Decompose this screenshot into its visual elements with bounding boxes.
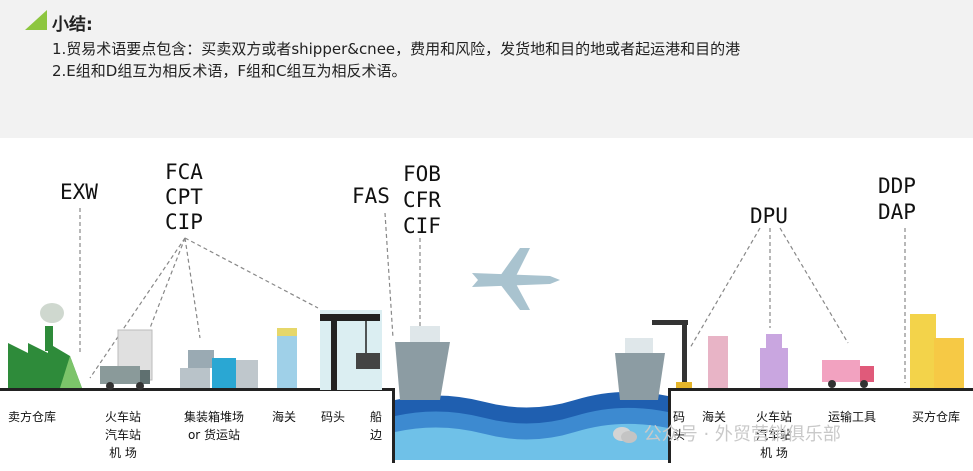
label-wharf: 码头 bbox=[321, 410, 346, 424]
term-cfr: CFR bbox=[403, 188, 441, 212]
buyer-warehouse-building-icon bbox=[910, 314, 964, 388]
watermark-text: 公众号 · 外贸营销俱乐部 bbox=[643, 424, 841, 445]
summary-title: 小结: bbox=[52, 15, 93, 35]
label-dest-station: 火车站 汽车站 机 场 bbox=[756, 408, 792, 462]
ship-right-icon bbox=[615, 338, 665, 400]
label-station-line: 机 场 bbox=[109, 446, 137, 460]
label-customs: 海关 bbox=[272, 410, 297, 424]
term-dap: DAP bbox=[878, 200, 916, 224]
quay-wall-right bbox=[668, 388, 671, 463]
airplane-icon bbox=[472, 248, 560, 310]
ground-line-left bbox=[0, 388, 395, 391]
dest-customs-building-icon bbox=[708, 336, 728, 388]
label-shipside: 船 边 bbox=[370, 408, 382, 444]
factory-icon bbox=[8, 303, 82, 388]
watermark: 公众号 · 外贸营销俱乐部 bbox=[612, 420, 841, 446]
label-dest-station-line: 机 场 bbox=[760, 446, 788, 460]
label-dest-station-line: 汽车站 bbox=[756, 428, 793, 442]
label-dest-wharf-line: 头 bbox=[673, 428, 686, 442]
label-buyer-warehouse: 买方仓库 bbox=[912, 410, 961, 424]
label-transport: 运输工具 bbox=[828, 410, 877, 424]
triangle-marker-icon bbox=[25, 10, 47, 30]
term-cip: CIP bbox=[165, 210, 203, 234]
label-station-line: 汽车站 bbox=[105, 428, 142, 442]
wechat-icon bbox=[613, 427, 637, 443]
label-shipside-line: 边 bbox=[370, 428, 383, 442]
label-station-line: 火车站 bbox=[105, 410, 142, 424]
label-shipside-line: 船 bbox=[370, 410, 383, 424]
customs-building-icon bbox=[277, 328, 297, 388]
term-dpu: DPU bbox=[750, 204, 788, 228]
dest-station-building-icon bbox=[760, 334, 788, 388]
quay-wall-left bbox=[392, 388, 395, 463]
label-dest-station-line: 火车站 bbox=[756, 410, 793, 424]
ground-line-right bbox=[668, 388, 973, 391]
label-station: 火车站 汽车站 机 场 bbox=[105, 408, 141, 462]
term-fob: FOB bbox=[403, 162, 441, 186]
sea-waves bbox=[395, 391, 668, 460]
label-dest-customs: 海关 bbox=[702, 410, 727, 424]
term-cif: CIF bbox=[403, 214, 441, 238]
dest-crane-icon bbox=[652, 320, 692, 388]
diagram-illustration bbox=[0, 208, 973, 463]
trade-terms-diagram: EXW FCA CPT CIP FAS FOB CFR CIF DPU DDP … bbox=[0, 138, 973, 471]
summary-line-1: 1.贸易术语要点包含：买卖双方或者shipper&cnee，费用和风险，发货地和… bbox=[52, 40, 741, 58]
term-cpt: CPT bbox=[165, 185, 203, 209]
label-container-yard-line: or 货运站 bbox=[187, 428, 241, 442]
label-dest-wharf-line: 码 bbox=[673, 410, 686, 424]
label-container-yard-line: 集装箱堆场 bbox=[184, 410, 245, 424]
ship-left-icon bbox=[395, 326, 450, 400]
term-exw: EXW bbox=[60, 180, 98, 204]
station-building-icon bbox=[100, 329, 153, 390]
label-container-yard: 集装箱堆场 or 货运站 bbox=[184, 408, 244, 444]
summary-line-2: 2.E组和D组互为相反术语，F组和C组互为相反术语。 bbox=[52, 62, 407, 80]
term-fas: FAS bbox=[352, 184, 390, 208]
term-ddp: DDP bbox=[878, 174, 916, 198]
label-seller-warehouse: 卖方仓库 bbox=[8, 410, 57, 424]
delivery-truck-icon bbox=[822, 360, 874, 388]
summary-panel: 小结: 1.贸易术语要点包含：买卖双方或者shipper&cnee，费用和风险，… bbox=[0, 0, 973, 138]
wharf-crane-icon bbox=[320, 310, 382, 390]
label-dest-wharf: 码 头 bbox=[673, 408, 685, 444]
container-stack-icon bbox=[180, 350, 258, 388]
term-fca: FCA bbox=[165, 160, 203, 184]
dashed-pointers bbox=[79, 208, 906, 383]
